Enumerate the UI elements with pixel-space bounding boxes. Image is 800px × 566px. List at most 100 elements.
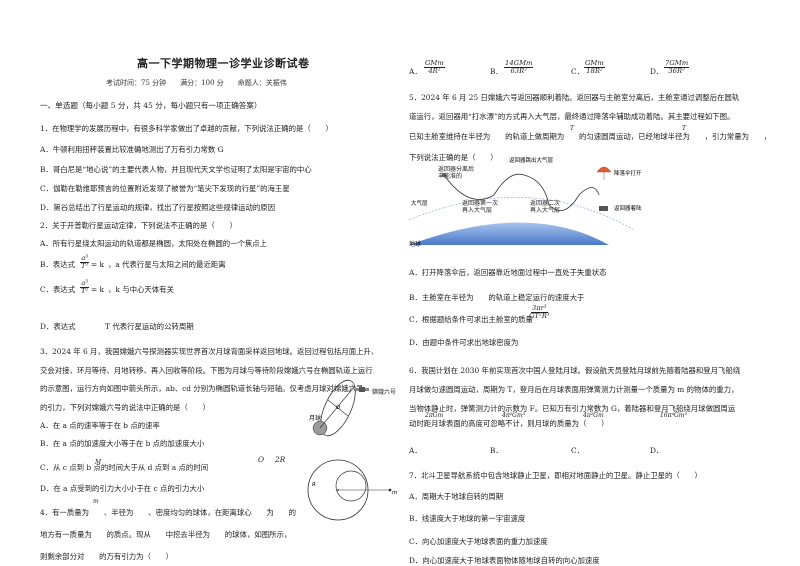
- q7-option-a: A．周期大于地球自转的周期: [409, 492, 504, 501]
- q3-line-1: 3．2024 年 6 月，我国嫦娥六号探测器实现世界首次月球背面采样返回地球。返…: [40, 347, 379, 356]
- q2-option-b-suffix: ，a 代表行星与太阳之间的最近距离: [108, 260, 226, 269]
- q7-option-d: D．向心加速度大于地球表面物体随地球自转的向心加速度: [409, 556, 600, 565]
- q3-option-a: A．在 a 点的速率等于在 b 点的速率: [40, 421, 160, 430]
- q2-option-d: D．表达式 T 代表行星运动的公转周期: [40, 322, 194, 331]
- q3-option-d: D．在 a 点受到的引力大小小于在 c 点的引力大小: [40, 484, 205, 493]
- q2-stem: 2．关于开普勒行星运动定律，下列说法不正确的是（ ）: [40, 221, 237, 230]
- q6-line-4: 动时距月球表面的高度可忽略不计，则月球的质量为（ ）: [409, 419, 609, 428]
- q4-line-2: 地方有一质量为 的质点。现从 中挖去半径为 的球体，如图所示，: [40, 530, 292, 539]
- q2-b-frac-den: T²: [81, 262, 89, 270]
- q3-option-b: B．在 a 点的加速度大小等于在 b 点的加速度大小: [40, 439, 205, 448]
- cavity-sphere: [335, 470, 367, 502]
- q6-option-a: A．: [409, 446, 422, 455]
- q6-line-2: 月球做匀速圆周运动，周期为 T，登月后在月球表面用弹簧测力计测量一个质量为 m …: [409, 385, 739, 394]
- point-mass: [388, 488, 392, 492]
- q5-line-4: 下列说法正确的是（ ）: [409, 153, 498, 162]
- skip-trajectory: [443, 173, 600, 212]
- q4-option-a: A．: [409, 67, 422, 76]
- q6-c-frac: 4π²Gm: [583, 412, 604, 419]
- center-dot: [337, 489, 339, 491]
- capsule-start: [442, 173, 446, 177]
- section-heading: 一、单选题（每小题 5 分，共 45 分，每小题只有一项正确答案）: [40, 101, 262, 110]
- moon-label: 月球: [309, 414, 321, 422]
- q2-c-frac-num: a³: [80, 279, 90, 288]
- q5-line-3: 已知主舱室维持在半径为 的轨道上做周期为 的匀速圆周运动，已经地球半径为 ，引力…: [409, 132, 772, 141]
- q6-line-3: 当物体静止时，弹簧测力计的示数为 F。已知万有引力常数为 G，着陆器和登月飞船绕…: [409, 404, 736, 413]
- major-axis: [319, 385, 356, 429]
- q4-option-c: C．: [571, 67, 585, 76]
- q7-option-c: C．向心加速度大于地球表面的重力加速度: [409, 537, 548, 546]
- second-reentry-label: 返回器二次 再入大气层: [530, 200, 561, 214]
- ellipse-orbit: [320, 379, 356, 437]
- fig2-o-label: O: [258, 455, 265, 464]
- q4-c-fraction: GMm 18R²: [584, 60, 605, 75]
- q6-line-1: 6．我国计划在 2030 年前实现首次中国人登陆月球。假设航天员登陆月球前先随着…: [409, 366, 741, 375]
- q4-b-num: 14GMm: [504, 59, 534, 68]
- q4-a-num: GMm: [424, 59, 445, 68]
- q5-option-d: D．由题中条件可求出地球密度为: [409, 338, 519, 347]
- fig2-2r-label: 2R: [275, 455, 286, 464]
- radius-label: R: [312, 482, 316, 488]
- q7-option-b: B．线速度大于地球的第一宇宙速度: [409, 514, 526, 523]
- q1-option-d: D．第谷总结出了行星运动的规律，找出了行星按照这些规律运动的原因: [40, 203, 276, 212]
- q1-option-a: A．牛顿利用扭秤装置比较准确地测出了万有引力常数 G: [40, 145, 224, 154]
- q5-line-2: 道运行，返回器用“打水漂”的方式再入大气层，最终通过降落伞辅助成功着陆。其主要过…: [409, 112, 735, 121]
- q4-line-1: 4．有一质量为 、半径为 、密度均匀的球体，在距离球心 为 的: [40, 508, 296, 517]
- q1-option-b: B．哥白尼是“地心说”的主要代表人物，并且现代天文学也证明了太阳是宇宙的中心: [40, 165, 312, 174]
- q4-c-den: 18R²: [586, 67, 603, 75]
- q2-c-fraction: a³ T²: [80, 279, 90, 295]
- q4-d-fraction: 7GMm 36R²: [664, 59, 690, 75]
- separation-label: 返回器分离后 丰能准的: [438, 166, 475, 180]
- q2-option-a: A．所有行星绕太阳运动的轨道都是椭圆，太阳处在椭圆的一个焦点上: [40, 239, 268, 248]
- q6-a-frac: 2πGm: [425, 412, 444, 419]
- q4-a-fraction: GMm 4R²: [424, 60, 445, 75]
- landed-capsule-icon: [599, 206, 608, 211]
- q2-option-c-prefix: C．表达式: [40, 285, 76, 294]
- parachute-icon: [596, 166, 612, 173]
- q7-stem: 7．北斗卫星导航系统中包含地球静止卫星，即相对地面静止的卫星。静止卫星的（ ）: [409, 471, 702, 480]
- chute-label: 降落伞打开: [614, 169, 642, 177]
- q3-line-3: 的示意图，运行方向如图中箭头所示，ab、cd 分别为椭圆轨道长轴与短轴。仅考虑月…: [40, 384, 364, 393]
- q5-dens-den: GT²R³: [529, 312, 550, 320]
- skip-out-label: 返回器跳出大气层: [509, 156, 554, 164]
- spacecraft-icon: [355, 387, 369, 392]
- q6-b-frac: 4π²Gm³: [502, 412, 526, 419]
- earth-shape: [409, 222, 609, 245]
- q4-option-b: B．: [490, 67, 503, 76]
- first-reentry-label: 返回器第一次 再入大气层: [462, 200, 499, 214]
- q4-b-den: 63R²: [510, 67, 527, 75]
- q6-option-b: B．: [490, 446, 503, 455]
- q4-d-den: 36R²: [668, 67, 685, 75]
- q4-line-3: 则剩余部分对 的万有引力为（ ）: [40, 552, 174, 561]
- q4-b-fraction: 14GMm 63R²: [504, 59, 534, 75]
- q4-m-label: m: [93, 498, 99, 505]
- q4-a-den: 4R²: [428, 67, 441, 75]
- q2-b-fraction: a³ T²: [80, 254, 90, 270]
- q3-orbit-figure: 月球 O: [309, 379, 356, 437]
- atmosphere-line: [409, 197, 635, 231]
- q5-density-fraction: 3πr³ GT²R³: [528, 305, 551, 320]
- q2-b-frac-num: a³: [80, 254, 90, 263]
- center-label: O: [336, 405, 341, 411]
- q6-d-frac: 16π⁴Gm³: [660, 412, 687, 419]
- q2-b-eq: = k: [91, 260, 105, 269]
- exam-info: 考试时间：75 分钟 满分：100 分 命题人：关振伟: [106, 79, 287, 87]
- q1-option-c: C．伽勒在勒维耶预言的位置附近发现了被誉为“笔尖下发现的行星”的海王星: [40, 184, 290, 193]
- q5-option-c: C．根据题给条件可求出主舱室的质量: [409, 315, 533, 324]
- q4-option-d: D．: [650, 67, 664, 76]
- q5-reentry-figure: 地球 大气层 返回器跳出大气层 降落伞打开 返回器着陆: [409, 156, 642, 248]
- q5-t-mark-2: T: [682, 125, 687, 132]
- q6-option-c: C．: [571, 446, 585, 455]
- q3-line-4: 的引力，下列对嫦娥六号的说法中正确的是（ ）: [40, 403, 210, 412]
- q4-d-num: 7GMm: [664, 59, 690, 68]
- q1-stem: 1．在物理学的发展历程中，有很多科学家做出了卓越的贡献，下列说法正确的是（ ）: [40, 124, 333, 133]
- q5-option-a: A．打开降落伞后，返回器靠近地面过程中一直处于失重状态: [409, 268, 607, 277]
- q5-line-1: 5．2024 年 6 月 25 日嫦娥六号返回器顺利着陆。返回器与主舱室分离后，…: [409, 93, 740, 102]
- atmosphere-label: 大气层: [411, 199, 428, 207]
- minor-axis: [327, 399, 349, 417]
- q2-option-b-prefix: B．表达式: [40, 260, 75, 269]
- q4-sphere-figure: R m: [307, 459, 397, 521]
- earth-label: 地球: [409, 240, 421, 248]
- q2-c-eq: = k: [91, 285, 105, 294]
